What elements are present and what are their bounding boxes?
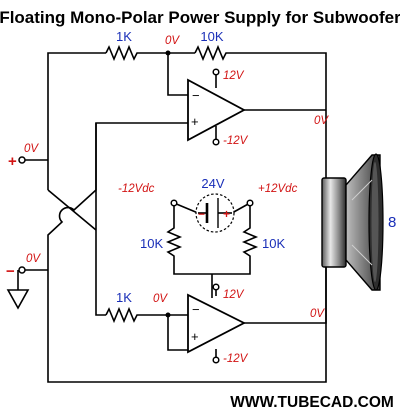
bottom-pos-supply-label: 12V: [223, 289, 245, 301]
top-neg-supply-terminal: [212, 138, 220, 146]
bottom-opamp-minus: −: [192, 302, 200, 317]
battery-pos-sign: +: [223, 207, 230, 221]
supply-right-resistor-label: 10K: [262, 236, 285, 251]
ground-icon: [6, 270, 30, 310]
top-neg-supply-label: -12V: [223, 135, 249, 147]
footer-url: WWW.TUBECAD.COM: [230, 394, 394, 411]
supply-pos-label: +12Vdc: [258, 183, 298, 195]
bottom-opamp: [187, 293, 246, 354]
supply-right-resistor: [241, 225, 259, 259]
input-minus-sign: −: [6, 263, 15, 280]
top-node-voltage: 0V: [165, 35, 180, 47]
bottom-junction-dot: [165, 312, 171, 318]
top-opamp: [187, 78, 246, 142]
top-input-resistor: [105, 44, 140, 62]
diagram-title: Floating Mono-Polar Power Supply for Sub…: [0, 8, 400, 27]
top-pos-supply-label: 12V: [223, 70, 245, 82]
battery-icon: [198, 198, 232, 228]
battery-label: 24V: [201, 176, 224, 191]
supply-left-resistor-label: 10K: [140, 236, 163, 251]
top-output-voltage: 0V: [314, 115, 329, 127]
bottom-input-resistor-label: 1K: [116, 290, 132, 305]
battery-enclosure: [195, 193, 235, 233]
input-plus-terminal: [18, 156, 26, 164]
input-minus-terminal: [18, 266, 26, 274]
bottom-input-resistor: [105, 306, 140, 324]
bottom-opamp-plus: +: [191, 329, 199, 344]
input-minus-voltage: 0V: [26, 253, 41, 265]
bottom-neg-supply-terminal: [212, 356, 220, 364]
speaker-icon: [321, 153, 384, 291]
speaker-impedance-label: 8: [388, 214, 396, 231]
supply-neg-label: -12Vdc: [118, 183, 155, 195]
bottom-pos-supply-terminal: [212, 283, 220, 291]
input-plus-sign: +: [8, 153, 17, 170]
top-feedback-resistor: [194, 44, 229, 62]
top-junction-dot: [165, 50, 171, 56]
battery-neg-sign: −: [198, 207, 205, 221]
supply-pos-terminal: [246, 199, 254, 207]
bottom-node-voltage: 0V: [153, 293, 168, 305]
input-wiring: [22, 123, 327, 383]
top-input-resistor-label: 1K: [116, 29, 132, 44]
supply-left-resistor: [165, 225, 183, 259]
bottom-output-voltage: 0V: [310, 308, 325, 320]
top-wiring: [47, 52, 327, 230]
supply-neg-terminal: [170, 199, 178, 207]
top-feedback-resistor-label: 10K: [200, 29, 223, 44]
top-opamp-minus: −: [192, 88, 200, 103]
top-pos-supply-terminal: [212, 68, 220, 76]
bottom-neg-supply-label: -12V: [223, 353, 249, 365]
top-opamp-plus: +: [191, 114, 199, 129]
input-plus-voltage: 0V: [24, 143, 39, 155]
